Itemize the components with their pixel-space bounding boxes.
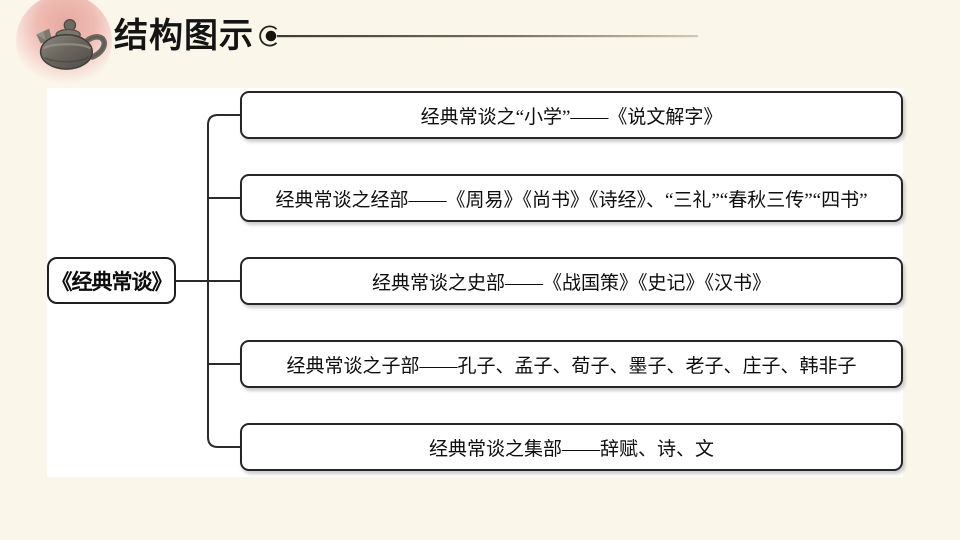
branch-label: 经典常谈之子部——孔子、孟子、荀子、墨子、老子、庄子、韩非子 [286, 355, 857, 377]
branch-label: 经典常谈之“小学”——《说文解字》 [420, 106, 723, 128]
connector-lines [176, 114, 240, 448]
diagram-branch-node: 经典常谈之集部——辞赋、诗、文 [240, 423, 903, 471]
diagram-branch-node: 经典常谈之子部——孔子、孟子、荀子、墨子、老子、庄子、韩非子 [240, 340, 903, 388]
diagram-branch-node: 经典常谈之“小学”——《说文解字》 [240, 91, 903, 139]
title-divider [256, 25, 706, 54]
diagram-panel: 《经典常谈》 经典常谈之“小学”——《说文解字》 经典常谈之经部——《周易》《尚… [47, 88, 903, 477]
diagram-root-node: 《经典常谈》 [47, 257, 176, 304]
divider-line [277, 35, 698, 38]
branch-label: 经典常谈之史部——《战国策》《史记》《汉书》 [371, 272, 771, 294]
root-node-label: 《经典常谈》 [51, 270, 173, 294]
teapot-icon [26, 14, 112, 81]
dot-with-arc-icon [259, 25, 278, 47]
page-title: 结构图示 [114, 17, 254, 55]
diagram-branch-node: 经典常谈之经部——《周易》《尚书》《诗经》、“三礼”“春秋三传”“四书” [240, 174, 903, 222]
diagram-branch-node: 经典常谈之史部——《战国策》《史记》《汉书》 [240, 257, 903, 305]
branch-label: 经典常谈之经部——《周易》《尚书》《诗经》、“三礼”“春秋三传”“四书” [275, 189, 868, 211]
branch-label: 经典常谈之集部——辞赋、诗、文 [428, 438, 714, 460]
